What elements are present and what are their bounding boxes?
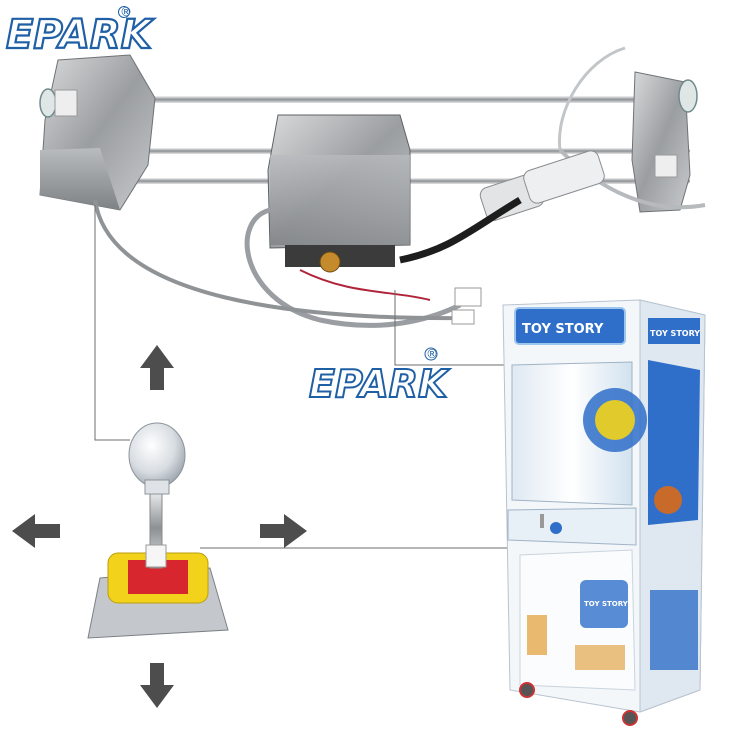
arrow-right-icon — [260, 514, 307, 548]
claw-wire — [557, 46, 626, 151]
arrow-left-icon — [12, 514, 60, 548]
cabinet-joystick — [540, 514, 544, 528]
joystick-knob — [128, 422, 186, 488]
carriage-front-panel — [270, 155, 410, 245]
brand-logo-text: EPARK — [6, 12, 155, 58]
marquee-text: TOY STORY — [522, 322, 604, 337]
leader-line-gantry — [394, 290, 505, 366]
cable-black-loom — [399, 196, 522, 264]
arrow-up-icon — [140, 345, 174, 390]
cabinet-sticker — [580, 580, 628, 628]
brand-logo-top: EPARK ® — [5, 5, 156, 59]
registered-mark: ® — [426, 347, 438, 361]
registered-mark-icon — [424, 347, 438, 361]
joystick — [87, 422, 229, 639]
left-bearing — [54, 89, 78, 117]
claw-coil — [479, 150, 605, 221]
cabinet-wheel-right — [622, 710, 638, 726]
left-bracket-face — [40, 148, 120, 210]
cabinet-side-graphic — [648, 360, 700, 525]
registered-mark: ® — [120, 5, 132, 19]
cable-long-conduit — [93, 199, 471, 321]
claw-machine-cabinet: TOY STORY TOY STORY TOY STORY — [502, 299, 706, 726]
cable-connector-b — [451, 309, 475, 325]
leader-line-joystick — [94, 205, 130, 441]
prize-chute — [575, 645, 625, 670]
sticker-text: TOY STORY — [584, 600, 629, 608]
prize-door — [527, 615, 547, 655]
joystick-collar — [145, 544, 167, 568]
claw-gantry — [39, 46, 706, 328]
cable-connector-a — [454, 287, 482, 307]
arrow-down-icon — [140, 663, 174, 708]
cabinet-control-panel — [507, 507, 637, 546]
joystick-knob-neck — [144, 479, 170, 495]
side-marquee-text: TOY STORY — [650, 329, 700, 338]
leader-lines — [94, 205, 540, 549]
cabinet-marquee — [514, 307, 626, 345]
carriage-motor — [285, 245, 395, 267]
cable-red-wire — [299, 269, 431, 301]
cabinet-wheel-left — [519, 682, 535, 698]
right-pulley — [678, 79, 698, 113]
gantry-rod-top — [110, 96, 670, 103]
cabinet-side-marquee — [648, 318, 700, 344]
registered-mark-icon — [118, 6, 130, 18]
direction-arrows — [12, 345, 307, 708]
brand-logo-text: EPARK — [309, 362, 450, 406]
left-pulley — [39, 88, 57, 118]
right-bearing — [654, 154, 678, 178]
brand-logo-middle: EPARK ® — [308, 347, 451, 407]
cabinet-button — [550, 522, 562, 534]
carriage-gear — [319, 251, 341, 273]
side-toy-graphic — [654, 486, 682, 514]
cabinet-side-lower-graphic — [650, 590, 698, 670]
